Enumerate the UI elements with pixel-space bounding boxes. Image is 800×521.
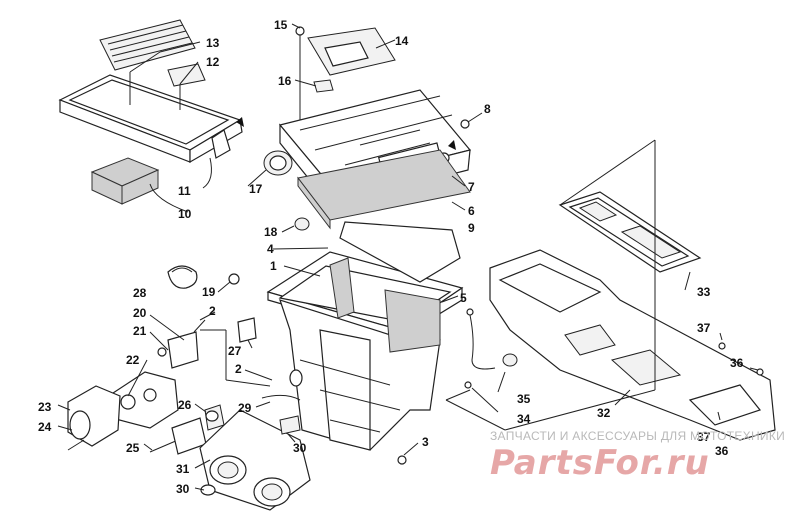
callout-8: 8	[484, 102, 491, 116]
callout-7: 7	[468, 180, 475, 194]
callout-13: 13	[206, 36, 220, 50]
leaders-top-left	[129, 41, 212, 213]
callout-3: 3	[422, 435, 429, 449]
leaders-right	[445, 139, 759, 431]
callout-20: 20	[133, 306, 147, 320]
callout-2a: 2	[209, 304, 216, 318]
callout-11: 11	[178, 184, 191, 198]
callout-30a: 30	[293, 441, 307, 455]
callout-19: 19	[202, 285, 216, 299]
callout-14: 14	[395, 34, 409, 48]
callout-17: 17	[249, 182, 263, 196]
callout-37a: 37	[697, 321, 711, 335]
callout-35: 35	[517, 392, 531, 406]
airbox-lid-assembly	[263, 26, 472, 230]
callout-22: 22	[126, 353, 140, 367]
callout-23: 23	[38, 400, 52, 414]
callout-25: 25	[126, 441, 140, 455]
callout-28: 28	[133, 286, 147, 300]
callout-33: 33	[697, 285, 711, 299]
leaders-top-center	[247, 23, 483, 211]
callout-24: 24	[38, 420, 52, 434]
callout-5: 5	[460, 291, 467, 305]
leaders-left	[57, 311, 296, 491]
callout-37b: 37	[697, 430, 711, 444]
callout-36b: 36	[715, 444, 729, 458]
callout-36a: 36	[730, 356, 744, 370]
callout-6: 6	[468, 204, 475, 218]
watermark-caption: ЗАПЧАСТИ И АКСЕССУАРЫ ДЛЯ МОТОТЕХНИКИ	[490, 429, 785, 443]
watermark: ЗАПЧАСТИ И АКСЕССУАРЫ ДЛЯ МОТОТЕХНИКИ Pa…	[490, 429, 785, 483]
callout-2b: 2	[235, 362, 242, 376]
leaders-center	[217, 225, 459, 456]
callout-labels: 1 2 2 3 4 5 6 7 8 9 10 11 12 13 14 15 16…	[38, 18, 744, 496]
filter-cover-assembly	[58, 19, 244, 205]
callout-9: 9	[468, 221, 475, 235]
watermark-logo: PartsFor.ru	[490, 443, 710, 483]
callout-1: 1	[270, 259, 277, 273]
callout-18: 18	[264, 225, 278, 239]
callout-4: 4	[267, 242, 274, 256]
intake-components	[67, 265, 311, 511]
callout-32: 32	[597, 406, 611, 420]
callout-34: 34	[517, 412, 531, 426]
callout-15: 15	[274, 18, 288, 32]
callout-21: 21	[133, 324, 147, 338]
callout-12: 12	[206, 55, 220, 69]
callout-30b: 30	[176, 482, 190, 496]
console-assembly	[464, 191, 776, 441]
callout-27: 27	[228, 344, 242, 358]
callout-29: 29	[238, 401, 252, 415]
callout-31: 31	[176, 462, 190, 476]
callout-16: 16	[278, 74, 292, 88]
callout-10: 10	[178, 207, 192, 221]
callout-26: 26	[178, 398, 192, 412]
